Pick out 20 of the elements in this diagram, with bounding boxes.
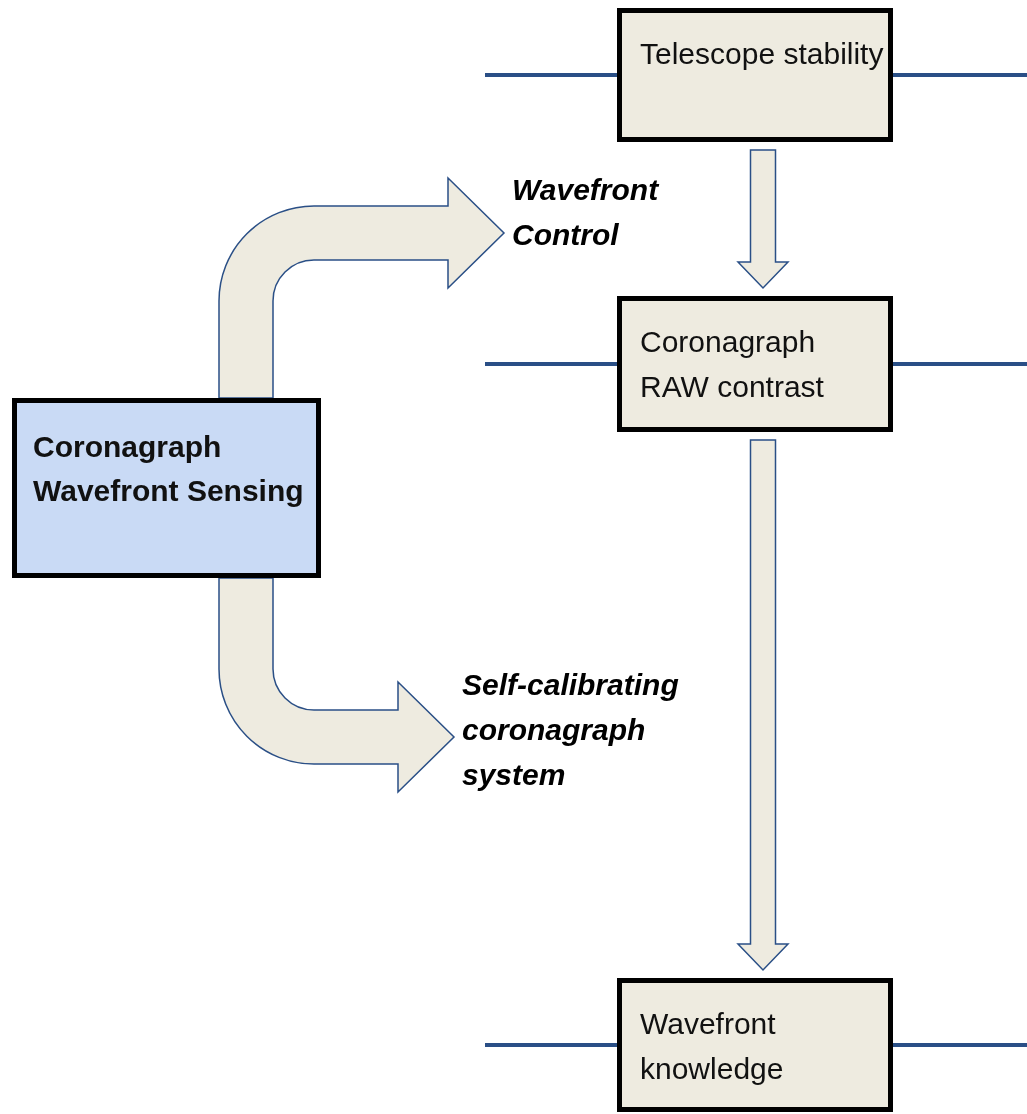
connector-line xyxy=(485,1043,617,1047)
node-text: Wavefront knowledge xyxy=(640,1006,785,1087)
block-arrow xyxy=(218,177,505,399)
connector-line xyxy=(485,73,617,77)
node-text: Self-calibrating coronagraph system xyxy=(462,667,680,793)
block-arrow xyxy=(218,577,455,793)
block-arrow xyxy=(736,439,790,972)
node-text: Wavefront Control xyxy=(512,172,661,253)
connector-line xyxy=(485,362,617,366)
process-box xyxy=(12,398,321,578)
process-box xyxy=(617,8,893,142)
process-box xyxy=(617,978,893,1112)
node-text: Telescope stability xyxy=(640,36,884,72)
connector-line xyxy=(893,362,1027,366)
connector-line xyxy=(893,73,1027,77)
node-text: Coronagraph Wavefront Sensing xyxy=(33,429,305,509)
connector-line xyxy=(893,1043,1027,1047)
block-arrow xyxy=(736,149,790,290)
node-text: Coronagraph RAW contrast xyxy=(640,324,825,405)
process-box xyxy=(617,296,893,432)
